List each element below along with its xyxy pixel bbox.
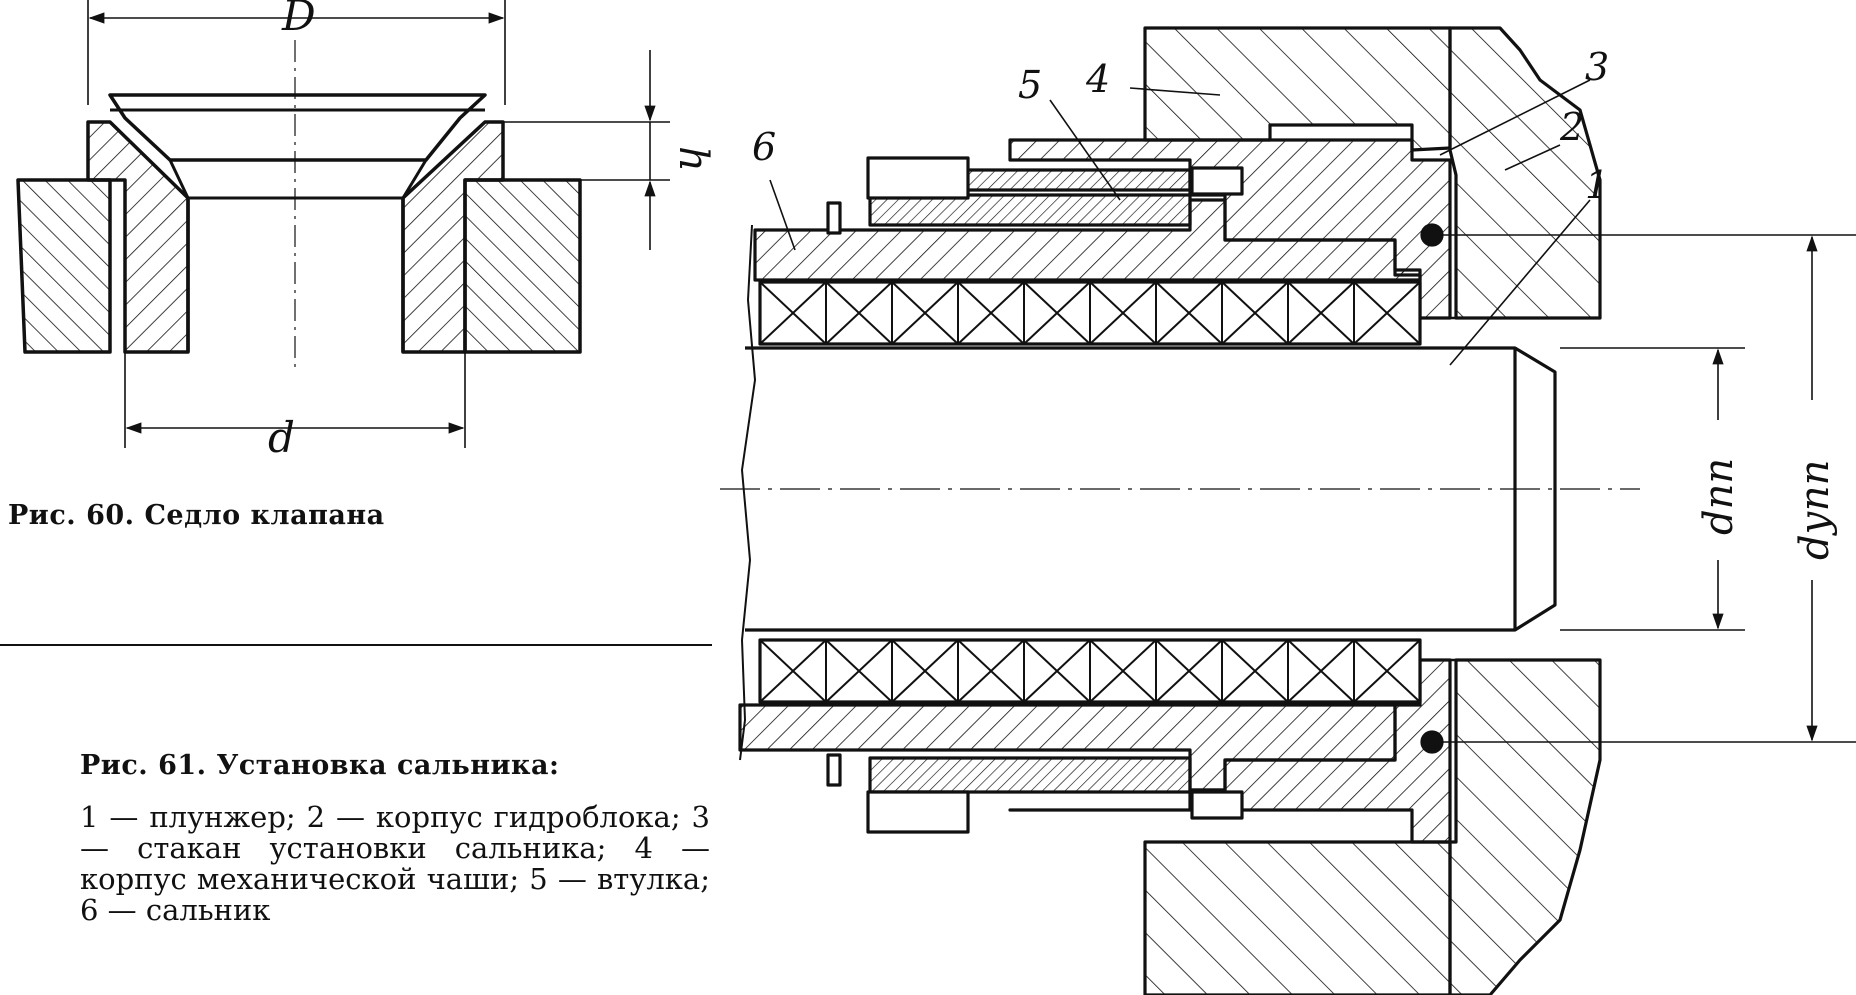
o-ring-bottom [1420, 730, 1444, 754]
part-4-housing-bottom [1143, 840, 1452, 995]
figure-61-dimensions [1440, 234, 1856, 743]
seat-body-right [463, 178, 582, 354]
part-5-bushing-bottom [868, 756, 1192, 794]
part-2-hydroblock-bottom [1448, 658, 1602, 995]
figure-60-valve-seat [16, 40, 582, 370]
dim-label-h: h [670, 146, 716, 172]
figure-60-dimensions [87, 0, 670, 448]
part-number-6: 6 [752, 125, 776, 169]
dim-label-d: d [268, 413, 295, 462]
figure-61-gland-assembly [720, 26, 1640, 995]
part-number-4: 4 [1085, 57, 1110, 101]
figure-61-caption: Рис. 61. Установка сальника: [80, 750, 560, 781]
break-line [739, 224, 756, 761]
valve-cone [108, 93, 487, 162]
dim-label-D: D [281, 0, 316, 40]
part-5-bushing-top-body [868, 193, 1192, 227]
part-number-1: 1 [1585, 163, 1609, 207]
seat-insert-left [86, 120, 190, 354]
part-4-housing-top [1143, 26, 1452, 152]
figure-60-caption: Рис. 60. Седло клапана [8, 500, 385, 531]
leader-lines [769, 79, 1591, 366]
dim-label-d-upp: dупп [1792, 460, 1838, 560]
packing-crosses [759, 281, 1421, 703]
nut-block-bottom [866, 790, 970, 834]
part-2-hydroblock-top [1448, 26, 1602, 320]
o-ring-top [1420, 223, 1444, 247]
nut-block-top [866, 156, 970, 200]
seat-body-left [16, 178, 112, 354]
part-number-2: 2 [1559, 105, 1584, 149]
dim-label-d-pp: dпп [1696, 458, 1742, 535]
figure-61-legend: 1 — плунжер; 2 — корпус гидроблока; 3 — … [80, 800, 710, 927]
part-number-5: 5 [1018, 63, 1042, 107]
part-number-3: 3 [1585, 45, 1609, 89]
